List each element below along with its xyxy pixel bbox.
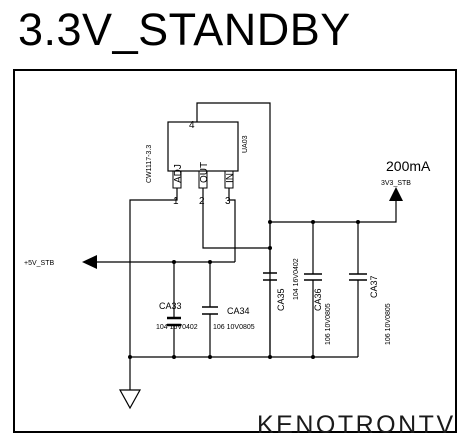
watermark-logo: KENOTRONTV [257, 411, 456, 439]
ca33-ref-label: CA33 [159, 301, 182, 311]
ca36-ref-label: CA36 [313, 288, 323, 311]
junction-dots [128, 220, 360, 359]
junction-dot [208, 260, 212, 264]
capacitor-plates [167, 272, 367, 327]
regulator-pin-label-in: IN [225, 173, 236, 183]
ca34-plates [202, 306, 218, 315]
ca34-ref-label: CA34 [227, 306, 250, 316]
regulator-pin-3 [224, 170, 234, 189]
input-net-arrow-icon [82, 255, 97, 269]
regulator-pin-number-1: 1 [173, 196, 179, 207]
output-net-arrow-icon [389, 187, 403, 201]
input-net-label: +5V_STB [24, 260, 54, 267]
junction-dot [208, 355, 212, 359]
junction-dot [268, 355, 272, 359]
regulator-part-label: CW1117-3.3 [146, 145, 153, 183]
wires [96, 102, 397, 390]
junction-dot [356, 220, 360, 224]
regulator-pin-number-2: 2 [199, 196, 205, 207]
regulator-pin-1 [172, 170, 182, 189]
regulator-pin-number-3: 3 [225, 196, 231, 207]
ca35-ref-label: CA35 [276, 288, 286, 311]
junction-dot [311, 220, 315, 224]
junction-dot [268, 220, 272, 224]
junction-dot [311, 355, 315, 359]
regulator-pin-label-out: OUT [199, 162, 210, 183]
ca37-value-label: 106 10V0805 [385, 303, 392, 345]
ca35-plates [263, 272, 277, 281]
ca35-value-label: 104 16V0402 [293, 258, 300, 300]
ca34-value-label: 106 10V0805 [213, 324, 255, 331]
ca37-ref-label: CA37 [369, 275, 379, 298]
ca36-plates [304, 273, 322, 281]
ca33-value-label: 104 16V0402 [156, 324, 198, 331]
ground-icon [118, 389, 142, 410]
out-wire [202, 188, 270, 249]
regulator-pin-label-adj: ADJ [173, 164, 184, 183]
junction-dot [172, 260, 176, 264]
junction-dot [172, 355, 176, 359]
ca36-value-label: 106 10V0805 [325, 303, 332, 345]
tab-wire [196, 102, 271, 357]
junction-dot [268, 246, 272, 250]
ca33-plates [167, 316, 181, 327]
adj-wire [129, 188, 178, 390]
output-rail [270, 200, 397, 223]
regulator-tab-pin-number: 4 [189, 120, 195, 131]
page-title: 3.3V_STANDBY [18, 4, 351, 55]
ca37-plates [349, 273, 367, 281]
junction-dot [128, 355, 132, 359]
regulator-pin-2 [198, 170, 208, 189]
output-current-label: 200mA [386, 158, 431, 174]
regulator-ref-label: UA03 [242, 135, 249, 153]
output-net-label: 3V3_STB [381, 180, 411, 187]
in-wire [228, 188, 236, 262]
schematic-frame [13, 69, 457, 433]
